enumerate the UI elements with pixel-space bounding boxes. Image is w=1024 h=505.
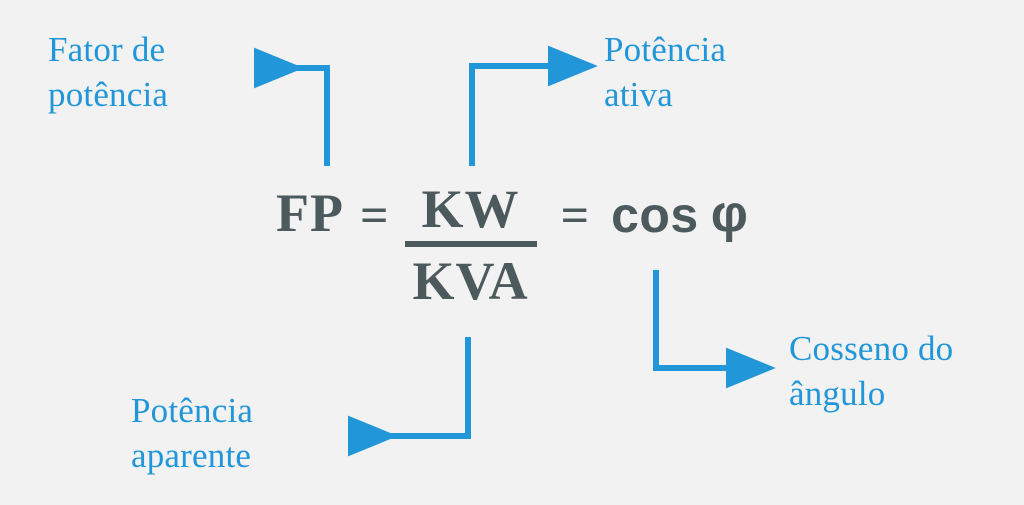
label-cosine-angle: Cosseno do ângulo <box>789 329 954 413</box>
arrow-active-power <box>469 45 598 166</box>
label-power-factor: Fator de potência <box>48 30 169 114</box>
label-active-power: Potência ativa <box>604 30 727 114</box>
arrow-apparent-power <box>348 337 471 457</box>
arrow-cosine-angle <box>653 270 776 389</box>
label-apparent-power: Potência aparente <box>131 391 254 475</box>
arrow-power-factor <box>254 47 330 166</box>
